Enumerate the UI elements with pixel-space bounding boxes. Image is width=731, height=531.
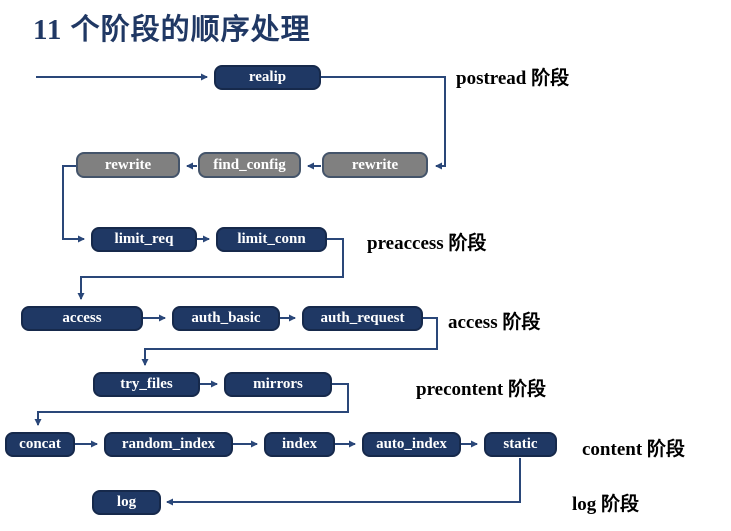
node-limit-req: limit_req <box>91 227 197 252</box>
node-auth-basic: auth_basic <box>172 306 280 331</box>
node-realip: realip <box>214 65 321 90</box>
node-rewrite-server: rewrite <box>322 152 428 178</box>
edge-mirrors-to-concat <box>34 383 349 426</box>
edge-rewrite2-to-limitreq <box>62 165 85 243</box>
edge-realip-to-rewrite <box>321 76 446 170</box>
node-find-config: find_config <box>198 152 301 178</box>
node-concat: concat <box>5 432 75 457</box>
node-access: access <box>21 306 143 331</box>
node-random-index: random_index <box>104 432 233 457</box>
phase-label-content: content 阶段 <box>582 439 685 460</box>
node-auto-index: auto_index <box>362 432 461 457</box>
phase-label-access: access 阶段 <box>448 312 541 333</box>
node-static: static <box>484 432 557 457</box>
node-auth-request: auth_request <box>302 306 423 331</box>
phase-label-postread: postread 阶段 <box>456 68 570 89</box>
phase-label-preaccess: preaccess 阶段 <box>367 233 487 254</box>
phase-label-precontent: precontent 阶段 <box>416 379 546 400</box>
edge-authreq-to-tryfiles <box>141 317 438 366</box>
node-mirrors: mirrors <box>224 372 332 397</box>
node-index: index <box>264 432 335 457</box>
node-limit-conn: limit_conn <box>216 227 327 252</box>
node-log: log <box>92 490 161 515</box>
phase-label-log: log 阶段 <box>572 494 640 515</box>
node-rewrite: rewrite <box>76 152 180 178</box>
page-title: 11 个阶段的顺序处理 <box>33 14 311 46</box>
node-try-files: try_files <box>93 372 200 397</box>
edge-limitconn-to-access <box>77 238 344 300</box>
edge-static-to-log <box>166 458 521 506</box>
